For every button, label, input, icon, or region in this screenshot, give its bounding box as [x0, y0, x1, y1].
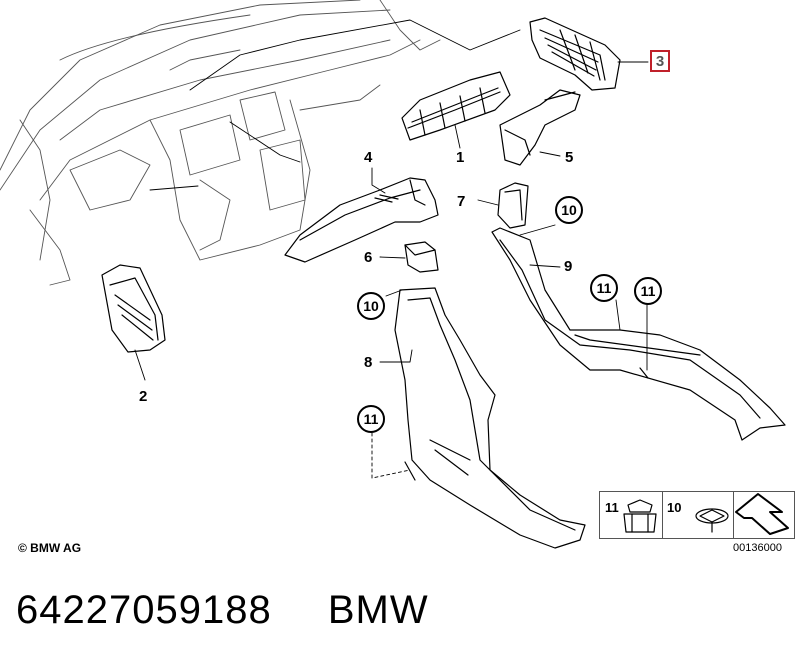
part-number: 64227059188 — [16, 588, 272, 632]
callout-11-right-b: 11 — [634, 277, 662, 305]
duct-8 — [394, 287, 586, 549]
corner-vent — [529, 17, 621, 91]
side-vent — [101, 264, 166, 353]
callout-11-left: 11 — [357, 405, 385, 433]
callout-2: 2 — [139, 388, 148, 405]
leader-lines — [134, 19, 649, 479]
legend-arrow-icon — [735, 493, 789, 535]
callout-8: 8 — [364, 354, 373, 371]
callout-1: 1 — [456, 149, 465, 166]
connector-7 — [497, 182, 529, 229]
legend-nut-icon — [623, 499, 657, 533]
callout-7: 7 — [457, 193, 466, 210]
legend-cell-clip — [662, 492, 734, 538]
callout-4: 4 — [364, 149, 373, 166]
callout-10-upper: 10 — [555, 196, 583, 224]
diagram-code: 00136000 — [733, 542, 782, 554]
callout-6: 6 — [364, 249, 373, 266]
legend-clip-icon — [695, 508, 729, 533]
callout-5: 5 — [565, 149, 574, 166]
copyright: © BMW AG — [18, 541, 82, 555]
legend-label-11: 11 — [605, 500, 619, 515]
brand-name: BMW — [327, 588, 429, 632]
callout-3: 3 — [650, 50, 670, 72]
legend-cell-nut — [600, 492, 663, 538]
footer: 64227059188 BMW — [16, 588, 429, 633]
duct-4 — [284, 177, 439, 263]
connector-6 — [404, 241, 439, 273]
parts-diagram — [0, 0, 789, 549]
callout-9: 9 — [564, 258, 573, 275]
legend-label-10: 10 — [667, 500, 682, 515]
center-vent — [401, 71, 511, 141]
duct-5 — [499, 89, 581, 166]
duct-9 — [491, 227, 786, 441]
legend-box: 11 10 — [599, 491, 795, 539]
callout-11-right-a: 11 — [590, 274, 618, 302]
dashboard-outline — [0, 0, 441, 286]
callout-10-lower: 10 — [357, 292, 385, 320]
